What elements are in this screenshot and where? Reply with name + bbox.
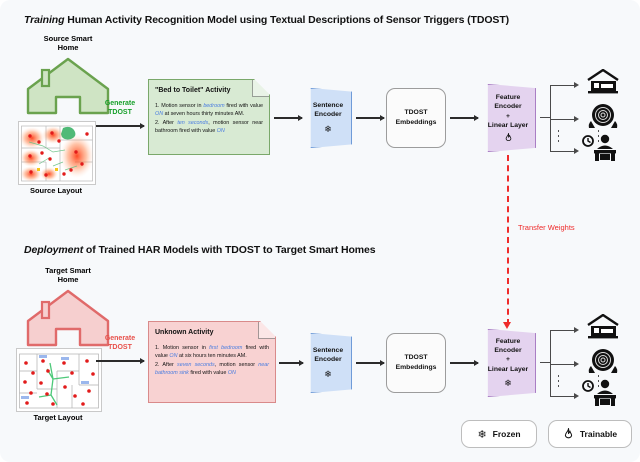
activity-ellipsis-deployment [597,375,600,387]
fanout-bus-training [550,85,552,151]
fanout-ellipsis-deployment [557,375,560,387]
source-layout-thumbnail [18,121,96,185]
fanout-branch-2-training [550,119,574,121]
sentence-encoder-deployment: Sentence Encoder ❄ [310,333,352,393]
target-smart-home-icon [26,289,110,347]
fanout-branch-1-training [550,85,574,87]
training-note-title: "Bed to Toilet" Activity [155,87,231,94]
target-layout-caption: Target Layout [33,413,83,422]
note-fold-corner [252,80,269,97]
feature-encoder-training: Feature Encoder + Linear Layer [487,84,536,152]
arrow-sentence-encoder-to-embeddings-deployment [356,362,384,364]
flame-icon [505,132,511,141]
snowflake-icon: ❄ [324,123,332,134]
arrow-note-to-sentence-encoder-training [274,117,302,119]
working-at-desk-activity-icon [582,134,616,161]
note-fold-corner [258,322,275,339]
training-section-title: Training Human Activity Recognition Mode… [24,14,509,26]
deployment-section-title: Deployment of Trained HAR Models with TD… [24,244,376,256]
target-layout-thumbnail [16,348,102,412]
legend-trainable: Trainable [548,420,632,448]
feature-encoder-deployment: Feature Encoder + Linear Layer ❄ [487,329,536,397]
fanout-tip-3-deployment [574,392,579,399]
sleeping-activity-icon [587,314,619,339]
training-tdost-note: "Bed to Toilet" Activity 1. Motion senso… [148,79,270,155]
sleeping-activity-icon [587,69,619,94]
legend-frozen: ❄ Frozen [461,420,537,448]
arrow-sentence-encoder-to-embeddings-training [356,117,384,119]
snowflake-icon: ❄ [324,368,332,379]
fanout-branch-3-deployment [550,396,574,398]
fanout-stem-deployment [540,362,550,364]
deployment-title-emphasis: Deployment [24,244,84,256]
fanout-branch-3-training [550,151,574,153]
deployment-title-rest: of Trained HAR Models with TDOST to Targ… [83,244,376,256]
fanout-tip-3-training [574,147,579,154]
flame-icon [564,427,572,438]
fanout-branch-1-deployment [550,330,574,332]
source-home-caption: Source Smart Home [43,34,93,53]
arrow-note-to-sentence-encoder-deployment [279,362,303,364]
transfer-weights-arrow [507,155,509,325]
snowflake-icon: ❄ [477,428,487,441]
source-layout-caption: Source Layout [29,186,83,195]
legend-frozen-label: Frozen [492,429,521,439]
fanout-tip-2-deployment [574,360,579,367]
arrow-embeddings-to-feature-encoder-deployment [450,362,478,364]
arrow-home-to-note-training [96,125,144,127]
tdost-embeddings-deployment: TDOST Embeddings [386,333,446,393]
fanout-tip-1-training [574,81,579,88]
source-smart-home-icon [26,57,110,115]
generate-tdost-label-training: Generate TDOST [104,100,136,117]
showering-activity-icon [588,104,618,128]
fanout-branch-2-deployment [550,364,574,366]
training-title-rest: Human Activity Recognition Model using T… [64,14,510,26]
target-home-caption: Target Smart Home [45,266,91,285]
snowflake-icon: ❄ [504,377,512,388]
fanout-ellipsis-training [557,130,560,142]
fanout-bus-deployment [550,330,552,396]
fanout-tip-2-training [574,115,579,122]
fanout-stem-training [540,117,550,119]
generate-tdost-label-deployment: Generate TDOST [104,335,136,352]
deployment-note-title: Unknown Activity [155,329,214,336]
arrow-home-to-note-deployment [96,360,144,362]
tdost-embeddings-training: TDOST Embeddings [386,88,446,148]
transfer-weights-arrowhead [503,322,511,329]
working-at-desk-activity-icon [582,379,616,406]
deployment-note-body: 1. Motion sensor in first bedroom fired … [155,344,269,376]
transfer-weights-label: Transfer Weights [518,223,575,232]
training-title-emphasis: Training [24,14,65,26]
arrow-embeddings-to-feature-encoder-training [450,117,478,119]
sentence-encoder-training: Sentence Encoder ❄ [310,88,352,148]
deployment-tdost-note: Unknown Activity 1. Motion sensor in fir… [148,321,276,403]
activity-ellipsis-training [597,130,600,142]
legend-trainable-label: Trainable [579,429,618,439]
showering-activity-icon [588,349,618,373]
fanout-tip-1-deployment [574,326,579,333]
training-note-body: 1. Motion sensor in bedroom fired with v… [155,102,263,134]
